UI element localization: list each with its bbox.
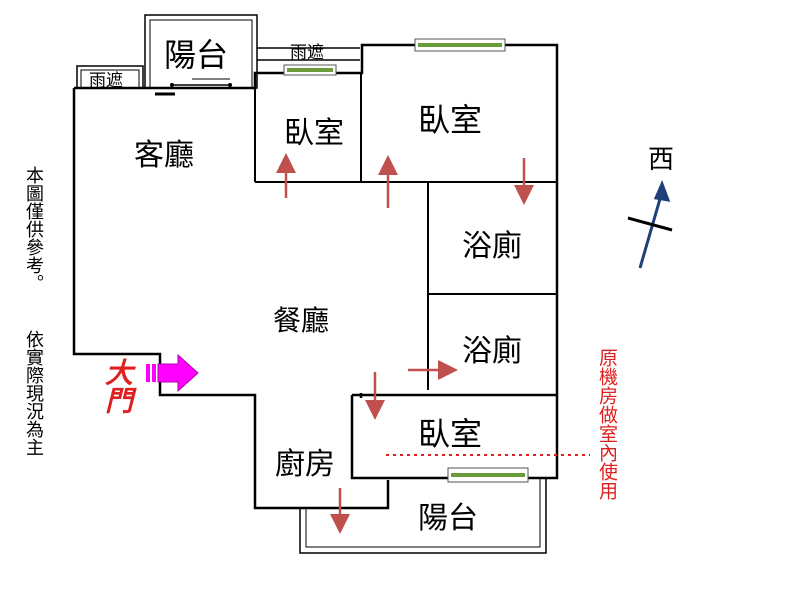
label-bath-upper: 浴廁 (462, 229, 522, 264)
door-arrows (276, 153, 534, 534)
entrance-label: 大門 (101, 358, 134, 414)
label-canopy-mid: 雨遮 (290, 43, 324, 63)
note-text: 原機房做室內使用 (596, 348, 618, 500)
disclaimer-line2: 依實際現況為主 (23, 330, 44, 456)
balcony-door-top (170, 78, 232, 87)
label-canopy-left: 雨遮 (89, 71, 123, 91)
disclaimer-line1: 本圖僅供參考。 (23, 166, 44, 292)
label-balcony-top: 陽台 (164, 36, 228, 74)
compass-needle (627, 179, 673, 269)
bottom-balcony-structure (299, 478, 547, 554)
label-bath-lower: 浴廁 (462, 334, 522, 369)
label-living-room: 客廳 (134, 138, 194, 173)
label-bedroom-small: 臥室 (284, 116, 344, 151)
interior-walls (254, 73, 557, 390)
label-balcony-bottom: 陽台 (418, 501, 478, 536)
top-balcony-structure (76, 14, 360, 89)
compass-label: 西 (648, 145, 674, 175)
label-dining-room: 餐廳 (273, 304, 329, 337)
windows (155, 38, 529, 483)
label-kitchen: 廚房 (275, 447, 335, 482)
label-bedroom-master: 臥室 (418, 101, 482, 139)
label-bedroom-lower: 臥室 (418, 415, 482, 453)
entrance-arrow (146, 353, 199, 393)
outer-walls (72, 43, 559, 510)
